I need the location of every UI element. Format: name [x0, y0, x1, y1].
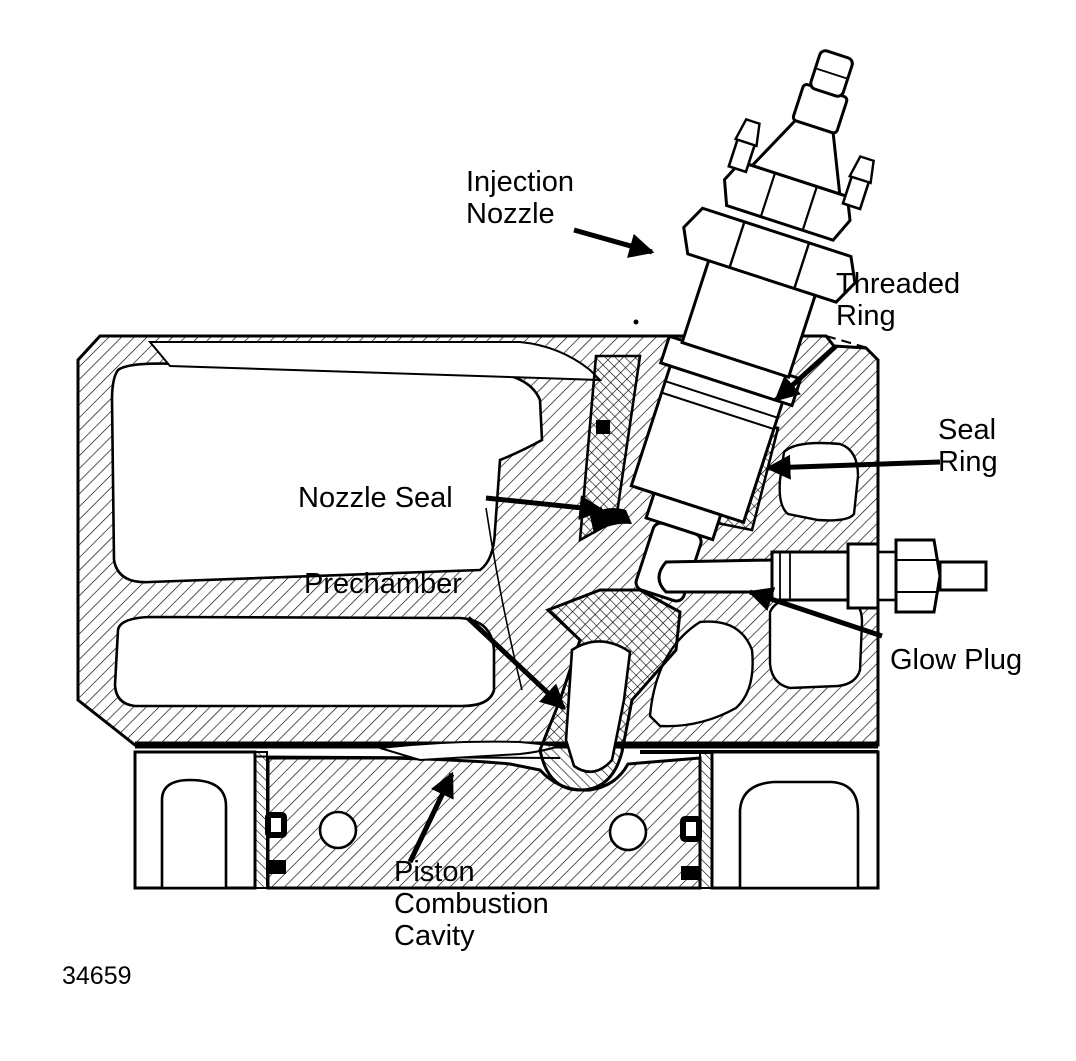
block-right-bore — [738, 780, 860, 890]
arrow-piston-cavity — [407, 771, 455, 864]
label-piston-line2: Combustion — [394, 888, 549, 920]
label-piston-line3: Cavity — [394, 920, 475, 952]
label-threaded-ring-line1: Threaded — [836, 268, 961, 300]
cylinder-block — [133, 740, 880, 890]
piston-pin-hole-right — [608, 812, 648, 852]
head-coolant-cavity-upper — [110, 362, 544, 584]
label-piston-line1: Piston — [394, 856, 475, 888]
label-seal-ring-line2: Ring — [938, 446, 998, 478]
glow-plug — [657, 538, 988, 614]
label-injection-nozzle: Injection Nozzle — [466, 166, 574, 230]
label-glow-plug: Glow Plug — [890, 644, 1023, 676]
prechamber-bore — [564, 640, 632, 774]
piston-pin-hole-left — [318, 810, 358, 850]
arrow-threaded-ring — [774, 344, 838, 402]
block-left-bore — [160, 778, 228, 890]
label-nozzle-seal: Nozzle Seal — [298, 482, 453, 514]
label-threaded-ring-line2: Ring — [836, 300, 896, 332]
label-prechamber: Prechamber — [304, 568, 462, 600]
arrow-injection-nozzle — [573, 227, 655, 258]
label-injection-nozzle-line2: Nozzle — [466, 198, 555, 230]
figure-number: 34659 — [62, 962, 132, 990]
head-upper-passage — [147, 341, 603, 382]
label-piston-combustion-cavity: Piston Combustion Cavity — [394, 856, 549, 952]
head-coolant-cavity-lower — [113, 615, 496, 708]
label-seal-ring: Seal Ring — [938, 414, 998, 478]
label-injection-nozzle-line1: Injection — [466, 166, 575, 198]
arrow-glow-plug — [747, 587, 883, 639]
label-threaded-ring: Threaded Ring — [836, 268, 960, 332]
arrow-seal-ring — [765, 454, 941, 480]
head-right-cavity-1 — [778, 441, 860, 522]
label-seal-ring-line1: Seal — [938, 414, 997, 446]
prechamber-assembly — [538, 588, 682, 792]
piston-combustion-cavity — [379, 740, 561, 762]
arrow-nozzle-seal — [485, 495, 605, 521]
